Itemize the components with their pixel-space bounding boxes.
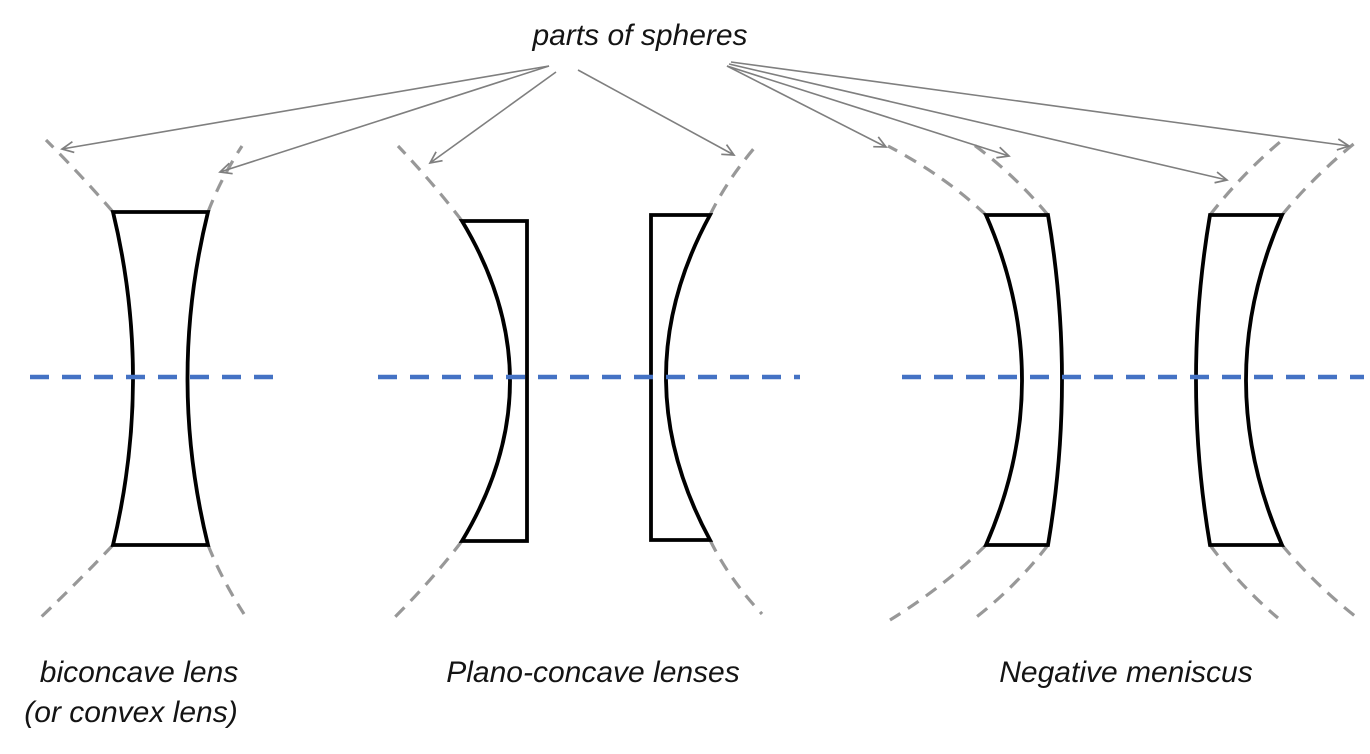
sphere-arc-biconcave-left-top bbox=[44, 138, 115, 214]
diagram-title: parts of spheres bbox=[531, 19, 747, 52]
sphere-arc-meniscus1-right-bottom bbox=[969, 544, 1050, 624]
pointer-arrow-6 bbox=[726, 65, 1011, 159]
sphere-arc-biconcave-right-top bbox=[206, 145, 244, 213]
lens-plano-concave-flat-right bbox=[458, 219, 529, 543]
pointer-arrow-1 bbox=[60, 65, 550, 154]
lens-plano-concave-flat-left bbox=[649, 213, 714, 542]
pointer-arrow-3 bbox=[428, 71, 557, 165]
caption-biconcave: biconcave lens bbox=[40, 656, 238, 689]
sphere-arc-meniscus2-right-bottom bbox=[1280, 543, 1361, 622]
sphere-arc-meniscus2-left-top bbox=[1208, 140, 1282, 216]
pointer-arrow-7 bbox=[728, 63, 1229, 184]
sphere-arc-meniscus1-left-bottom bbox=[889, 543, 988, 622]
sphere-arc-plano1-top bbox=[396, 144, 464, 222]
lens-negative-meniscus-left bbox=[983, 213, 1064, 547]
sphere-arc-plano1-bottom bbox=[393, 540, 464, 619]
sphere-arc-biconcave-right-bottom bbox=[206, 544, 246, 615]
sphere-arcs bbox=[36, 138, 1361, 624]
pointer-arrow-2 bbox=[218, 65, 550, 175]
sphere-arc-meniscus1-right-top bbox=[969, 140, 1050, 217]
sphere-arc-plano2-top bbox=[708, 144, 758, 216]
pointer-arrow-8 bbox=[730, 61, 1351, 151]
lens-negative-meniscus-right bbox=[1194, 213, 1285, 547]
pointer-arrow-4 bbox=[577, 69, 736, 156]
sphere-arc-biconcave-left-bottom bbox=[36, 543, 115, 622]
caption-negative-meniscus: Negative meniscus bbox=[999, 656, 1252, 689]
caption-biconcave-alt: (or convex lens) bbox=[24, 696, 237, 729]
sphere-arc-plano2-bottom bbox=[708, 539, 764, 616]
caption-plano-concave: Plano-concave lenses bbox=[446, 656, 740, 689]
sphere-arc-meniscus2-left-bottom bbox=[1208, 544, 1280, 620]
sphere-arc-meniscus2-right-top bbox=[1280, 140, 1358, 217]
pointer-arrow-5 bbox=[726, 65, 888, 148]
sphere-arc-meniscus1-left-top bbox=[887, 144, 988, 217]
annotation-arrows bbox=[60, 61, 1351, 184]
